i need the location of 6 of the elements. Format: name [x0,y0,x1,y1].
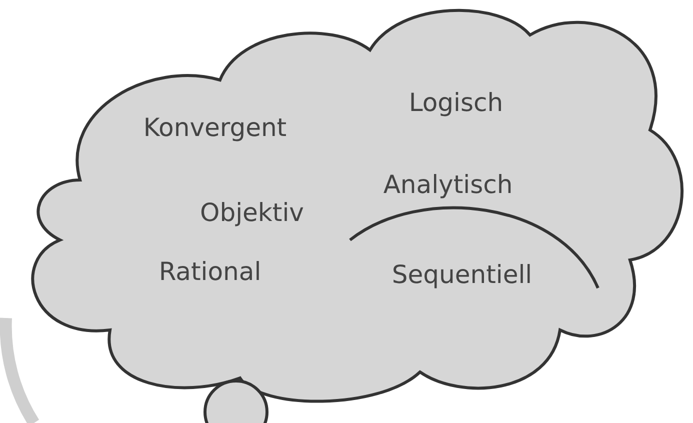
word-label: Konvergent [143,113,287,143]
word-label: Objektiv [200,198,304,228]
word-label: Logisch [408,88,504,118]
word-label: Analytisch [383,170,513,200]
word-label: Rational [158,257,262,287]
word-label: Sequentiell [392,260,532,290]
